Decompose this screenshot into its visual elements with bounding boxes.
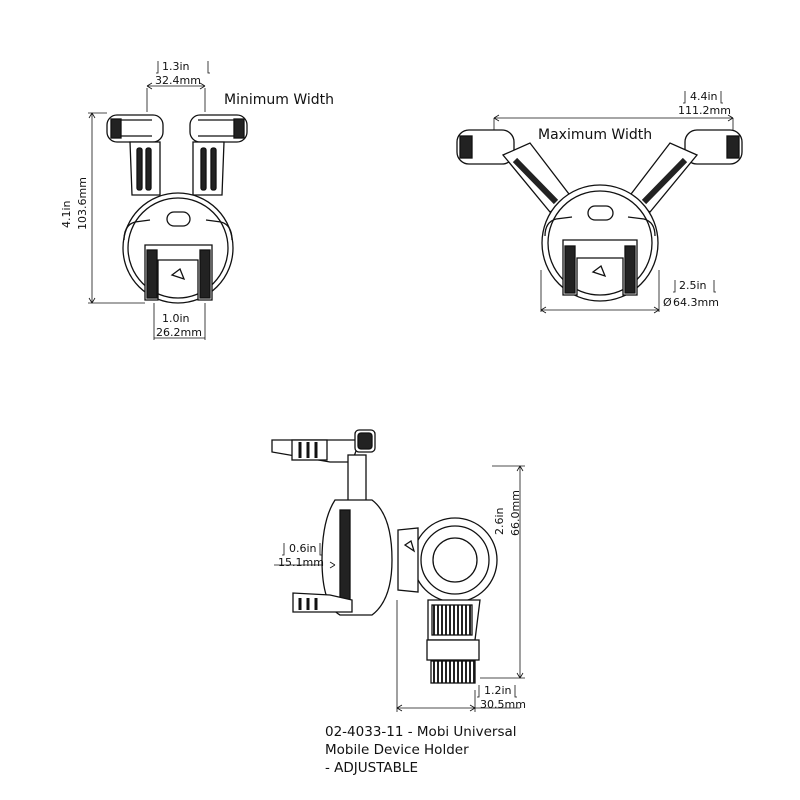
- caption-line-2: Mobile Device Holder: [325, 742, 469, 758]
- side-base-dim-in: 1.2in: [484, 684, 512, 697]
- caption-line-1: 02-4033-11 - Mobi Universal: [325, 724, 517, 740]
- side-base-dim-mm: 30.5mm: [480, 698, 526, 711]
- side-dimensions: [274, 465, 525, 712]
- max-top-dim-in: 4.4in: [690, 90, 718, 103]
- min-top-dim-in: 1.3in: [162, 60, 190, 73]
- min-bottom-dim-mm: 26.2mm: [156, 326, 202, 339]
- side-height-dim-mm: 66.0mm: [509, 490, 522, 536]
- min-bottom-dim-in: 1.0in: [162, 312, 190, 325]
- side-grip-dim-in: 0.6in: [289, 542, 317, 555]
- max-width-label: Maximum Width: [538, 127, 652, 143]
- min-height-dim-mm: 103.6mm: [76, 177, 89, 230]
- left-jaw: [106, 114, 164, 143]
- slot: [166, 211, 191, 227]
- side-height-dim-in: 2.6in: [493, 507, 506, 535]
- left-jaw: [456, 129, 515, 165]
- max-top-dim-mm: 111.2mm: [678, 104, 731, 117]
- left-arm: [129, 141, 161, 196]
- min-top-dim-mm: 32.4mm: [155, 74, 201, 87]
- max-dia-symbol: Ø: [663, 296, 672, 309]
- min-width-label: Minimum Width: [224, 92, 334, 108]
- max-dia-dim-in: 2.5in: [679, 279, 707, 292]
- caption-line-3: - ADJUSTABLE: [325, 760, 418, 776]
- min-width-dimensions: [88, 82, 206, 340]
- right-jaw: [189, 114, 248, 143]
- right-arm: [192, 141, 225, 196]
- right-jaw: [684, 129, 743, 165]
- min-width-view: [106, 114, 248, 304]
- max-dia-dim-mm: 64.3mm: [673, 296, 719, 309]
- min-height-dim-in: 4.1in: [60, 200, 73, 228]
- side-view: [271, 429, 498, 684]
- max-width-dimensions: [493, 114, 734, 314]
- ball-joint: [412, 517, 498, 603]
- side-grip-dim-mm: 15.1mm: [278, 556, 324, 569]
- max-width-view: [456, 129, 743, 302]
